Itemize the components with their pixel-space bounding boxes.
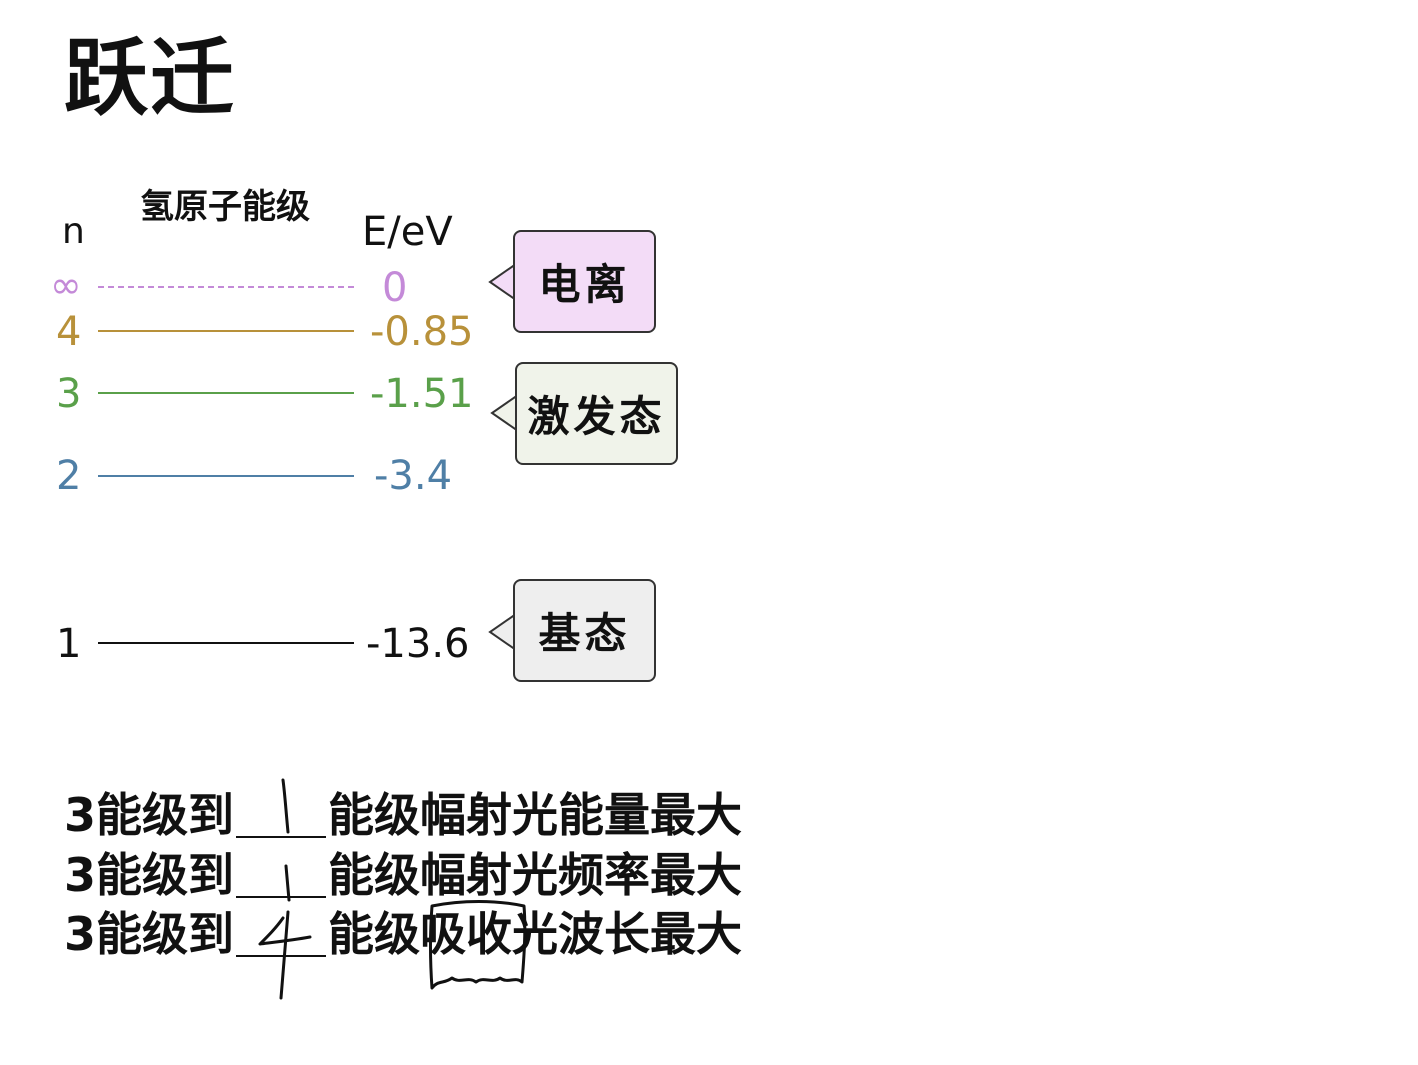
level-n-2: 2 [56,453,82,499]
level-energy-4: -0.85 [370,309,474,355]
column-header-energy: E/eV [362,209,453,255]
column-header-n: n [62,211,85,252]
level-line-2 [98,475,354,477]
question-suffix: 能级吸收光波长最大 [328,907,743,961]
question-row: 3能级到 能级幅射光能量最大 [64,786,742,844]
question-suffix: 能级幅射光频率最大 [328,848,743,902]
level-line-infinity [98,286,354,288]
handwritten-stroke [279,910,290,1000]
page-title: 跃迁 [64,29,237,127]
level-n-infinity: ∞ [50,263,82,307]
handwritten-stroke [281,778,290,834]
level-energy-infinity: 0 [382,265,408,311]
handwritten-stroke [429,900,527,990]
handwritten-stroke [258,916,312,946]
answer-blank[interactable] [236,786,327,838]
question-prefix: 3能级到 [64,907,235,961]
level-energy-3: -1.51 [370,371,474,417]
question-prefix: 3能级到 [64,848,235,902]
level-line-3 [98,392,354,394]
level-line-1 [98,642,354,644]
level-n-1: 1 [56,621,82,667]
level-energy-1: -13.6 [366,621,470,667]
handwritten-stroke [284,864,291,902]
level-n-4: 4 [56,309,82,355]
question-suffix: 能级幅射光能量最大 [328,788,743,842]
diagram-title: 氢原子能级 [140,187,310,227]
question-row: 3能级到 能级吸收光波长最大 [64,905,742,963]
callout-excited-state: 激发态 [515,362,678,465]
level-energy-2: -3.4 [374,453,453,499]
level-n-3: 3 [56,371,82,417]
callout-ionization: 电离 [513,230,656,333]
callout-ground-state: 基态 [513,579,656,682]
question-row: 3能级到 能级幅射光频率最大 [64,846,742,904]
question-prefix: 3能级到 [64,788,235,842]
answer-blank[interactable] [236,905,327,957]
level-line-4 [98,330,354,332]
answer-blank[interactable] [236,846,327,898]
